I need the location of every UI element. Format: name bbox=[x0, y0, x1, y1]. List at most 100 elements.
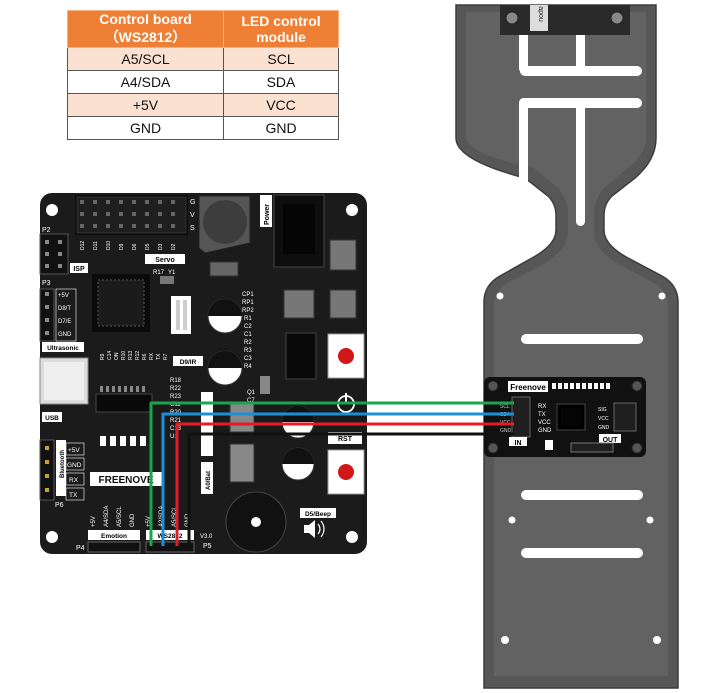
module-out-box bbox=[599, 434, 621, 443]
servo-pin-label: D11 bbox=[93, 241, 99, 250]
led-control-module: Freenove RX TX VCC GND SCL SDA VCC GND I… bbox=[484, 377, 646, 457]
servo-s-label: S bbox=[190, 225, 195, 232]
res-label: TX bbox=[156, 353, 162, 360]
module-pin-sig: SIG bbox=[598, 407, 607, 413]
brand-label: FREENOVE bbox=[98, 475, 153, 486]
emotion-label-box bbox=[88, 530, 140, 540]
module-pin-gnd: GND bbox=[538, 428, 552, 434]
emotion-pin-label: A4/SDA bbox=[104, 506, 110, 527]
d9ir-label: D9/IR bbox=[180, 359, 197, 366]
ultrasonic-label: Ultrasonic bbox=[47, 345, 79, 352]
servo-pin-label: D12 bbox=[80, 241, 86, 250]
bt-pin-label: RX bbox=[69, 477, 79, 484]
rst-button-cap[interactable] bbox=[338, 464, 354, 480]
wire-sda-blue bbox=[161, 412, 514, 546]
driver-chip bbox=[285, 332, 317, 380]
mid-label: U1 bbox=[170, 434, 178, 440]
module-pin-tx: TX bbox=[538, 412, 546, 418]
servo-header-pins bbox=[80, 200, 175, 228]
table-row: +5V VCC bbox=[67, 93, 339, 117]
brand-box bbox=[90, 472, 162, 486]
wire-gnd-black bbox=[187, 432, 514, 546]
chassis-slot bbox=[521, 548, 643, 558]
cp-label: C1 bbox=[244, 332, 252, 338]
servo-pin-label: D10 bbox=[106, 241, 112, 250]
ultrasonic-label-box bbox=[42, 342, 84, 352]
res-label: R13 bbox=[128, 351, 134, 360]
q1-label: Q1 bbox=[247, 390, 256, 396]
emotion-pin-label: A5/SCL bbox=[117, 506, 123, 527]
wire-scl-green bbox=[149, 401, 514, 546]
table-header-row: Control board （WS2812） LED control modul… bbox=[67, 10, 339, 48]
cp-label: C2 bbox=[244, 324, 252, 330]
emotion-pin-label: +5V bbox=[91, 516, 97, 527]
table-cell: A5/SCL bbox=[67, 47, 224, 71]
module-in-box bbox=[509, 437, 527, 446]
module-out-header bbox=[613, 402, 637, 432]
servo-pin-label: D5 bbox=[145, 243, 151, 250]
table-cell: VCC bbox=[223, 93, 339, 117]
ws2812-label: WS2812 bbox=[158, 533, 183, 540]
mid-label: R21 bbox=[170, 418, 182, 424]
p3-label: P3 bbox=[42, 280, 51, 287]
chip bbox=[283, 289, 315, 319]
table-cell: +5V bbox=[67, 93, 224, 117]
version-label: V3.0 bbox=[200, 534, 213, 540]
module-brand: Freenove bbox=[510, 383, 546, 392]
p3-pin-label: GND bbox=[58, 332, 72, 338]
module-pin-gnd-small: GND bbox=[500, 428, 512, 434]
connector bbox=[171, 296, 191, 334]
ws2812-header bbox=[145, 541, 195, 553]
cp-label: R3 bbox=[244, 348, 252, 354]
cp-label: R4 bbox=[244, 364, 252, 370]
mid-label: R22 bbox=[170, 386, 182, 392]
res-label: R9 bbox=[100, 353, 106, 360]
emotion-pin-label: GND bbox=[130, 513, 136, 527]
top-module-label: apou bbox=[537, 6, 544, 22]
module-pin-gnd-out: GND bbox=[598, 425, 610, 431]
cp-label: R2 bbox=[244, 340, 252, 346]
chassis-slot bbox=[576, 23, 585, 73]
wire-vcc-red bbox=[175, 422, 514, 546]
p3-pin-label: D7/E bbox=[58, 319, 71, 325]
r17-label: R17 bbox=[153, 270, 165, 276]
res-label: R10 bbox=[121, 351, 127, 360]
servo-pin-label: D2 bbox=[171, 243, 177, 250]
servo-pin-label: D3 bbox=[158, 243, 164, 250]
bt-pin-label: GND bbox=[67, 462, 82, 469]
servo-label: Servo bbox=[155, 257, 174, 264]
header-led-module-line1: LED control bbox=[241, 13, 321, 29]
p2-label: P2 bbox=[42, 227, 51, 234]
emotion-label: Emotion bbox=[101, 533, 127, 540]
wiring-table: Control board （WS2812） LED control modul… bbox=[67, 10, 339, 140]
bluetooth-label: Bluetooth bbox=[60, 450, 66, 478]
res-label: C14 bbox=[107, 351, 113, 360]
ws-pin-label: +5V bbox=[146, 516, 152, 527]
usb-label-box bbox=[42, 412, 62, 422]
mid-label: R18 bbox=[170, 378, 182, 384]
servo-label-box bbox=[145, 254, 185, 264]
bt-pin-label: TX bbox=[69, 492, 78, 499]
usb-label: USB bbox=[45, 415, 59, 422]
chip bbox=[329, 239, 357, 271]
servo-pin-label: D6 bbox=[132, 243, 138, 250]
table-cell: GND bbox=[223, 116, 339, 140]
chassis-slot bbox=[521, 490, 643, 500]
module-in-header bbox=[511, 396, 531, 438]
d9ir-label-box bbox=[173, 356, 203, 366]
p3-pin-label: D8/T bbox=[58, 306, 71, 312]
servo-g-label: G bbox=[190, 199, 195, 206]
ultrasonic-header bbox=[39, 288, 55, 342]
header-control-board-line1: Control board bbox=[99, 11, 192, 27]
cp-label: RP2 bbox=[242, 308, 254, 314]
cp-label: C3 bbox=[244, 356, 252, 362]
isp-label: ISP bbox=[73, 266, 85, 273]
a0bat-label: A0/Bat bbox=[206, 471, 212, 490]
bt-pin-label: +5V bbox=[68, 447, 80, 454]
button-cap[interactable] bbox=[338, 348, 354, 364]
cp-label: R1 bbox=[244, 316, 252, 322]
servo-v-label: V bbox=[190, 212, 195, 219]
table-cell: GND bbox=[67, 116, 224, 140]
module-brand-box bbox=[508, 381, 548, 392]
p6-label: P6 bbox=[55, 502, 64, 509]
